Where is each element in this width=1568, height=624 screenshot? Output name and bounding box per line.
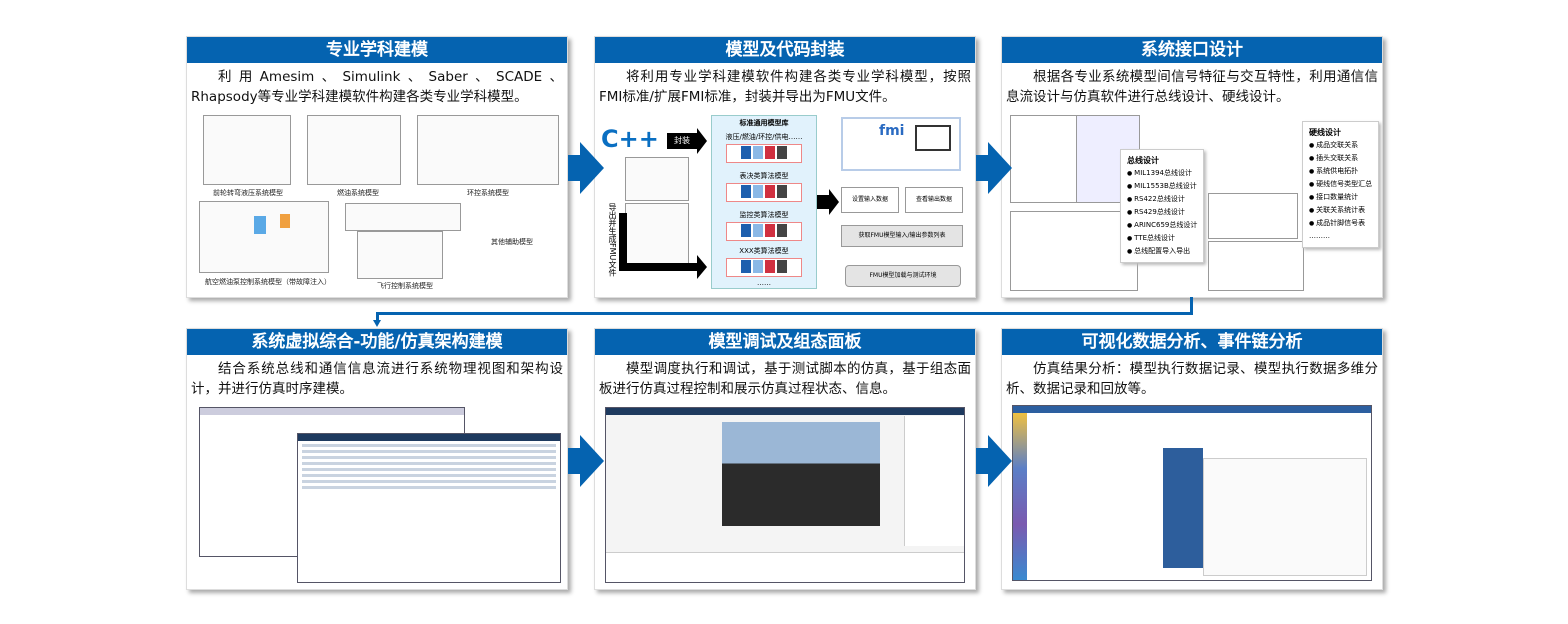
library-title: 标准通用模型库 [739, 119, 789, 127]
panel-description: 根据各专业系统模型间信号特征与交互特性，利用通信信息流设计与仿真软件进行总线设计… [1006, 69, 1378, 105]
list-item: 系统供电拓扑 [1309, 165, 1372, 178]
model-label: 燃油系统模型 [337, 189, 379, 197]
panel-title: 系统虚拟综合-功能/仿真架构建模 [187, 329, 567, 355]
ellipsis: ……… [1309, 232, 1330, 240]
panel-system-interface: 系统接口设计 根据各专业系统模型间信号特征与交互特性，利用通信信息流设计与仿真软… [1001, 36, 1383, 298]
analysis-screenshot [1012, 405, 1372, 581]
panel-title: 可视化数据分析、事件链分析 [1002, 329, 1382, 355]
export-label: 导出并生成FMU文件 [608, 203, 617, 277]
library-group: 表决类算法模型 [739, 172, 789, 180]
library-group: XXX类算法模型 [739, 247, 789, 255]
list-title: 硬线设计 [1309, 128, 1341, 137]
flow-step: FMU模型加载与测试环境 [845, 265, 961, 287]
list-item: RS422总线设计 [1127, 193, 1197, 206]
list-item: RS429总线设计 [1127, 206, 1197, 219]
arrow-head [580, 435, 604, 487]
fmi-diagram: fmi [841, 117, 961, 171]
list-item: MIL1553B总线设计 [1127, 180, 1197, 193]
model-label: 其他辅助模型 [491, 238, 533, 246]
panel-description: 仿真结果分析：模型执行数据记录、模型执行数据多维分析、数据记录和回放等。 [1006, 361, 1378, 397]
panel-title: 系统接口设计 [1002, 37, 1382, 63]
list-item: TTE总线设计 [1127, 232, 1197, 245]
ellipsis: …… [757, 279, 771, 287]
panel-virtual-integration: 系统虚拟综合-功能/仿真架构建模 结合系统总线和通信信息流进行系统物理视图和架构… [186, 328, 568, 590]
list-item: 插头交联关系 [1309, 152, 1372, 165]
wrap-arrow: 封装 [667, 133, 697, 149]
hardwire-design-list: 硬线设计 成品交联关系 插头交联关系 系统供电拓扑 硬线信号类型汇总 接口数量统… [1302, 121, 1380, 248]
library-group: 液压/燃油/环控/供电…… [725, 133, 803, 141]
cockpit-view [722, 422, 880, 526]
panel-title: 模型调试及组态面板 [595, 329, 975, 355]
panel-debug-dashboard: 模型调试及组态面板 模型调度执行和调试，基于测试脚本的仿真，基于组态面板进行仿真… [594, 328, 976, 590]
panel-description: 结合系统总线和通信信息流进行系统物理视图和架构设计，并进行仿真时序建模。 [191, 361, 563, 397]
timing-screenshot [297, 433, 561, 583]
arrow-right-icon [976, 155, 990, 181]
list-item: 硬线信号类型汇总 [1309, 178, 1372, 191]
panel-description: 将利用专业学科建模软件构建各类专业学科模型，按照FMI标准/扩展FMI标准，封装… [599, 69, 971, 105]
cpp-logo: C++ [601, 125, 659, 153]
library-group: 监控类算法模型 [739, 211, 789, 219]
model-screenshots: 前轮转弯液压系统模型 燃油系统模型 环控系统模型 航空燃油泵控制系统模型（带故障… [197, 113, 559, 291]
list-item: 关联关系统计表 [1309, 204, 1372, 217]
list-item: 成品交联关系 [1309, 139, 1372, 152]
model-label: 环控系统模型 [467, 189, 509, 197]
arrow-head [988, 435, 1012, 487]
list-item: 成品针脚信号表 [1309, 217, 1372, 230]
panel-title: 模型及代码封装 [595, 37, 975, 63]
standard-model-library: 标准通用模型库 液压/燃油/环控/供电…… 表决类算法模型 监控类算法模型 XX… [711, 115, 817, 289]
panel-description: 模型调度执行和调试，基于测试脚本的仿真，基于组态面板进行仿真过程控制和展示仿真过… [599, 361, 971, 397]
list-item: 总线配置导入导出 [1127, 245, 1197, 258]
model-label: 航空燃油泵控制系统模型（带故障注入） [205, 278, 331, 286]
arrow-right-icon [976, 448, 990, 474]
fmi-logo: fmi [879, 123, 905, 139]
flow-step: 设置输入数据 [841, 187, 899, 213]
flow-step: 查看输出数据 [905, 187, 963, 213]
list-title: 总线设计 [1127, 156, 1159, 165]
dashboard-screenshot [605, 407, 965, 583]
panel-data-analysis: 可视化数据分析、事件链分析 仿真结果分析：模型执行数据记录、模型执行数据多维分析… [1001, 328, 1383, 590]
bus-design-list: 总线设计 MIL1394总线设计 MIL1553B总线设计 RS422总线设计 … [1120, 149, 1205, 263]
list-item: MIL1394总线设计 [1127, 167, 1197, 180]
arrow-head [580, 142, 604, 194]
model-label: 前轮转弯液压系统模型 [213, 189, 283, 197]
model-label: 飞行控制系统模型 [377, 282, 433, 290]
panel-model-packaging: 模型及代码封装 将利用专业学科建模软件构建各类专业学科模型，按照FMI标准/扩展… [594, 36, 976, 298]
list-item: ARINC659总线设计 [1127, 219, 1197, 232]
list-item: 接口数量统计 [1309, 191, 1372, 204]
panel-title: 专业学科建模 [187, 37, 567, 63]
panel-description: 利用Amesim、Simulink、Saber、SCADE、Rhapsody等专… [191, 69, 563, 105]
arrow-right-icon [568, 155, 582, 181]
panel-discipline-modeling: 专业学科建模 利用Amesim、Simulink、Saber、SCADE、Rha… [186, 36, 568, 298]
flow-step: 获取FMU模型输入/输出参数列表 [841, 225, 963, 247]
arrow-head [988, 142, 1012, 194]
arrow-right-icon [568, 448, 582, 474]
